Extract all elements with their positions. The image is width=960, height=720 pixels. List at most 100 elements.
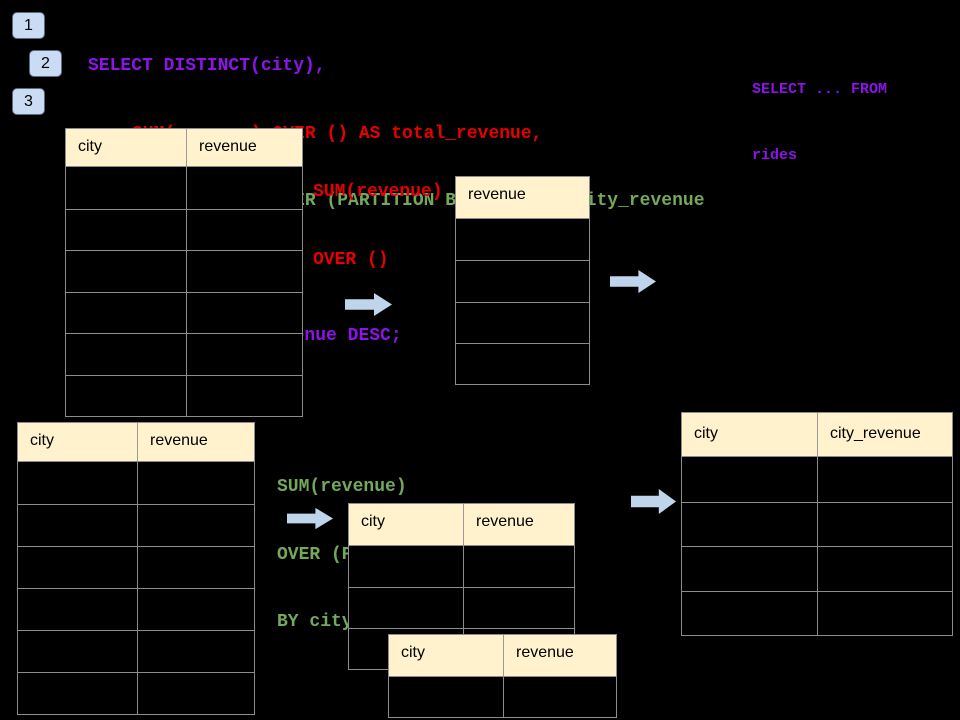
table-row (456, 342, 589, 384)
table-cell (817, 591, 952, 635)
table-row (66, 208, 302, 251)
table-header-cell: city_revenue (817, 413, 952, 456)
table-row (682, 546, 952, 591)
flow-arrow-right-icon (610, 269, 657, 294)
table-row (18, 588, 254, 630)
table-body (66, 167, 302, 416)
table-cell (682, 503, 817, 547)
table-row (456, 219, 589, 260)
total-revenue-annotation: SUM(revenue) OVER () (313, 136, 443, 316)
table-header-row: revenue (456, 177, 589, 219)
table-row (456, 301, 589, 343)
table-cell (682, 592, 817, 636)
table-header-cell: revenue (137, 423, 254, 461)
table-row (682, 590, 952, 636)
table-cell (18, 589, 137, 630)
table-body (682, 457, 952, 635)
table-header-cell: revenue (503, 635, 616, 676)
table-row (18, 630, 254, 672)
flow-arrow-right-icon (345, 292, 393, 317)
total-revenue-table: revenue (455, 176, 590, 386)
table-row (456, 260, 589, 301)
partition-annotation-line1: SUM(revenue) (277, 477, 407, 497)
table-cell (389, 677, 503, 717)
table-header-cell: city (361, 513, 385, 530)
table-header-row: city revenue (66, 129, 302, 167)
step-badge-3: 3 (12, 88, 45, 115)
table-cell (186, 334, 302, 375)
table-cell (18, 505, 137, 546)
result-table: city city_revenue (681, 412, 953, 636)
table-header-row: city revenue (349, 504, 574, 546)
table-row (389, 677, 616, 717)
source-table-top: city revenue (65, 128, 303, 417)
table-cell (66, 210, 186, 251)
step-badge-1: 1 (12, 12, 45, 39)
table-row (349, 546, 574, 587)
table-cell (817, 457, 952, 502)
table-row (66, 291, 302, 334)
table-cell (503, 677, 616, 717)
table-cell (137, 631, 254, 672)
table-cell (186, 209, 302, 250)
table-cell (137, 462, 254, 504)
table-cell (186, 375, 302, 416)
table-cell (66, 167, 186, 209)
table-cell (186, 167, 302, 209)
table-cell (66, 334, 186, 375)
table-cell (456, 344, 589, 384)
table-cell (456, 261, 589, 301)
source-table-bottom: city revenue (17, 422, 255, 715)
step-badge-2: 2 (29, 50, 62, 77)
table-row (66, 374, 302, 417)
table-row (66, 167, 302, 209)
sql-line-select: SELECT DISTINCT(city), (88, 56, 326, 76)
table-cell (817, 502, 952, 546)
table-cell (18, 462, 137, 504)
table-row (18, 462, 254, 504)
table-header-row: city revenue (389, 635, 616, 677)
table-cell (682, 547, 817, 591)
table-cell (137, 589, 254, 630)
table-cell (456, 219, 589, 260)
table-cell (18, 631, 137, 672)
table-row (18, 672, 254, 714)
table-body (18, 462, 254, 714)
table-cell (137, 547, 254, 588)
table-cell (463, 588, 574, 628)
table-body (389, 677, 616, 717)
table-cell (817, 547, 952, 591)
table-cell (18, 673, 137, 714)
table-header-cell: city (694, 425, 718, 442)
table-cell (66, 251, 186, 292)
table-header-cell: revenue (186, 129, 302, 166)
table-cell (66, 293, 186, 334)
table-body (456, 219, 589, 384)
table-header-cell: city (401, 644, 425, 661)
flow-arrow-right-icon (631, 488, 677, 515)
table-cell (137, 505, 254, 546)
flow-arrow-right-icon (287, 507, 334, 530)
table-cell (349, 546, 463, 587)
table-row (18, 546, 254, 588)
table-header-cell: revenue (463, 504, 574, 545)
table-cell (18, 547, 137, 588)
partition-table-second: city revenue (388, 634, 617, 718)
table-row (66, 333, 302, 375)
table-row (349, 587, 574, 628)
table-cell (186, 292, 302, 333)
table-row (682, 501, 952, 547)
select-from-note-line2: rides (752, 147, 798, 164)
table-header-cell: city (78, 138, 102, 155)
select-from-note: SELECT ... FROM rides (752, 35, 887, 211)
table-cell (66, 376, 186, 417)
table-header-cell: revenue (468, 186, 526, 203)
table-cell (463, 546, 574, 587)
table-row (18, 504, 254, 546)
table-cell (682, 457, 817, 502)
table-cell (186, 251, 302, 292)
total-annotation-line2: OVER () (313, 249, 389, 270)
select-from-note-line1: SELECT ... FROM (752, 81, 888, 98)
table-row (682, 457, 952, 502)
